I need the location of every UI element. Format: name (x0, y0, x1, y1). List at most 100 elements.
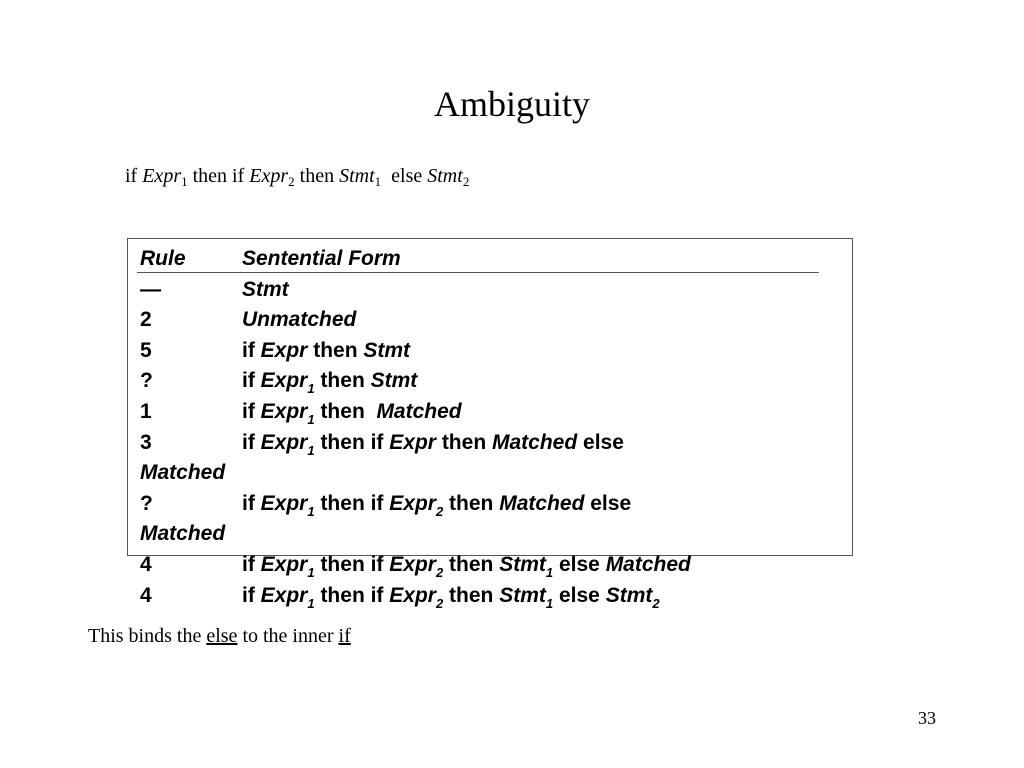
expr-term: Expr (260, 583, 308, 607)
stmt-term: Stmt (242, 277, 289, 301)
subscript: 1 (545, 564, 554, 580)
rule-cell: 5 (140, 338, 152, 362)
table-row: 1 if Expr1 then Matched (140, 397, 860, 428)
rule-cell: 1 (140, 399, 152, 423)
keyword-then: then (449, 552, 494, 576)
wrapped-matched-term: Matched (140, 461, 226, 485)
subscript: 1 (307, 595, 315, 611)
rule-cell: 4 (140, 583, 152, 607)
keyword-else: else (590, 491, 632, 515)
stmt-term: Stmt (363, 338, 411, 362)
expr-term: Expr (260, 338, 308, 362)
table-row: 2 Unmatched (140, 305, 860, 336)
table-row: 4 if Expr1 then if Expr2 then Stmt1 else… (140, 581, 860, 612)
expr-term: Expr (260, 369, 308, 393)
expr-term: Expr (389, 430, 436, 454)
matched-term: Matched (376, 399, 462, 423)
keyword-then-if: then if (320, 430, 384, 454)
form-cell: if Expr1 then if Expr2 then Stmt1 else S… (242, 581, 660, 612)
matched-term: Matched (491, 430, 578, 454)
expr-term: Expr (142, 165, 182, 187)
subscript: 1 (307, 442, 315, 458)
keyword-if: if (242, 338, 255, 362)
subscript: 2 (435, 564, 444, 580)
form-cell: if Expr1 then Stmt (242, 366, 417, 397)
keyword-then-if: then if (320, 583, 384, 607)
table-row: ? if Expr1 then if Expr2 then Matched el… (140, 489, 860, 520)
matched-term: Matched (605, 552, 691, 576)
stmt-term: Stmt (499, 552, 546, 576)
subscript: 2 (435, 595, 444, 611)
note-if-word: if (338, 625, 351, 647)
subscript: 1 (374, 174, 382, 189)
table-row: 5 if Expr then Stmt (140, 336, 860, 367)
derivation-table-border (127, 238, 853, 556)
table-row: 4 if Expr1 then if Expr2 then Stmt1 else… (140, 550, 860, 581)
rule-cell: ? (140, 491, 153, 515)
keyword-then: then (313, 338, 358, 362)
keyword-if: if (125, 165, 138, 187)
rule-cell: 4 (140, 552, 152, 576)
keyword-if: if (242, 552, 255, 576)
subscript: 1 (307, 381, 315, 397)
header-divider (137, 272, 819, 273)
keyword-then: then (449, 583, 494, 607)
table-header-row: Rule Sentential Form (140, 244, 860, 275)
keyword-if: if (242, 583, 255, 607)
expr-term: Expr (249, 165, 289, 187)
keyword-then: then (320, 399, 365, 423)
expr-term: Expr (260, 430, 308, 454)
expr-term: Expr (260, 491, 308, 515)
expr-term: Expr (389, 583, 436, 607)
expr-term: Expr (260, 399, 308, 423)
unmatched-term: Unmatched (242, 308, 357, 332)
table-row: — Stmt (140, 275, 860, 306)
stmt-term: Stmt (339, 165, 375, 187)
keyword-then-if: then if (320, 552, 384, 576)
stmt-term: Stmt (499, 583, 546, 607)
keyword-then-if: then if (192, 165, 245, 187)
subscript: 2 (652, 595, 660, 611)
keyword-if: if (242, 399, 255, 423)
slide-title: Ambiguity (433, 84, 590, 124)
keyword-else: else (558, 583, 600, 607)
note-middle: to the inner (242, 625, 334, 647)
subscript: 2 (462, 174, 470, 189)
sentential-form-column-header: Sentential Form (242, 247, 401, 270)
rule-cell: 3 (140, 430, 152, 454)
rule-cell: 2 (140, 308, 152, 332)
keyword-if: if (242, 430, 255, 454)
expr-term: Expr (389, 491, 436, 515)
subscript: 2 (288, 174, 295, 189)
keyword-if: if (242, 369, 255, 393)
conclusion-note: This binds the else to the inner if (88, 622, 351, 650)
rule-cell: ? (140, 369, 153, 393)
form-cell: Stmt (242, 275, 289, 306)
matched-term: Matched (499, 491, 585, 515)
keyword-then: then (299, 165, 335, 187)
keyword-then: then (449, 491, 494, 515)
keyword-then: then (441, 430, 487, 454)
keyword-else: else (558, 552, 600, 576)
table-row: ? if Expr1 then Stmt (140, 366, 860, 397)
keyword-then-if: then if (320, 491, 384, 515)
table-row: 3 if Expr1 then if Expr then Matched els… (140, 428, 860, 459)
expr-term: Expr (389, 552, 436, 576)
form-cell: if Expr1 then if Expr then Matched else (242, 428, 624, 459)
stmt-term: Stmt (370, 369, 418, 393)
form-cell: if Expr1 then if Expr2 then Matched else (242, 489, 631, 520)
stmt-term: Stmt (605, 583, 653, 607)
form-cell: if Expr then Stmt (242, 336, 410, 367)
keyword-else: else (391, 165, 423, 187)
rule-column-header: Rule (140, 247, 186, 270)
form-cell: if Expr1 then if Expr2 then Stmt1 else M… (242, 550, 691, 581)
ambiguous-sentence: if Expr1 then if Expr2 then Stmt1 else S… (125, 162, 469, 190)
stmt-term: Stmt (427, 165, 463, 187)
form-cell: Unmatched (242, 305, 356, 336)
subscript: 1 (181, 174, 188, 189)
keyword-else: else (583, 430, 624, 454)
keyword-if: if (242, 491, 255, 515)
form-cell: if Expr1 then Matched (242, 397, 462, 428)
subscript: 1 (307, 503, 315, 519)
note-else-word: else (206, 625, 238, 647)
